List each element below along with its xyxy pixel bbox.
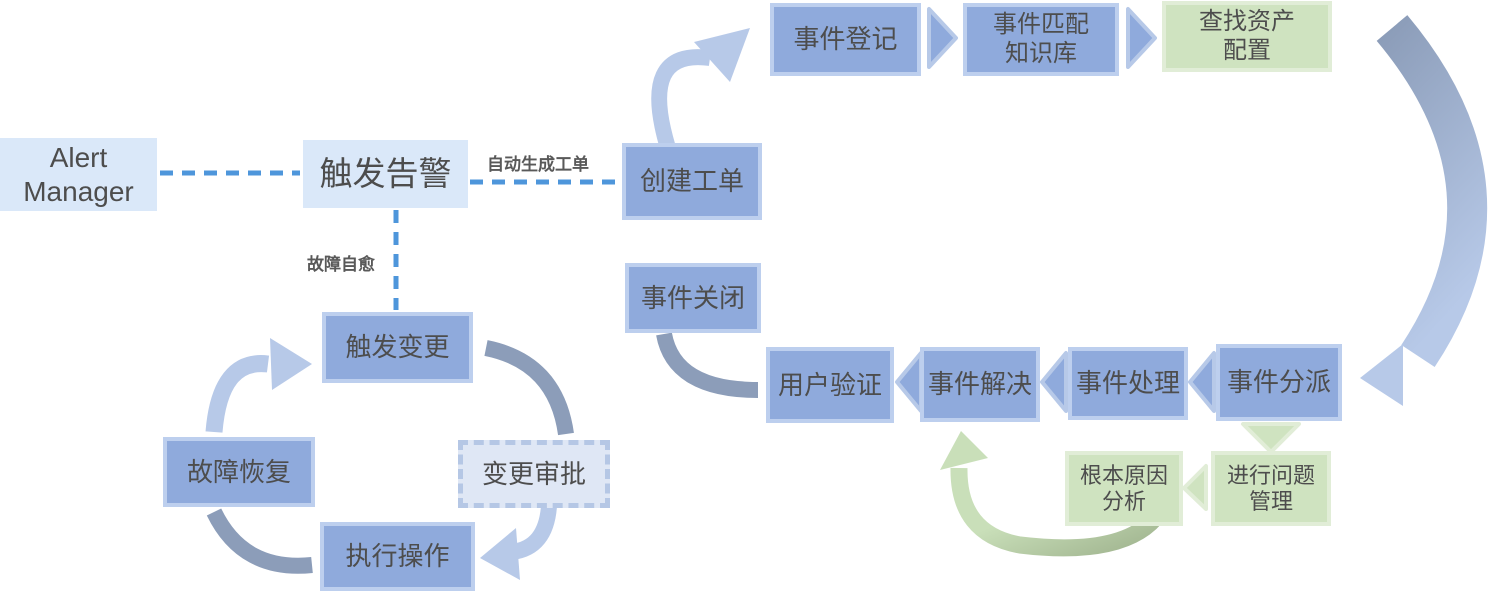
chevron-register-to-matchkb [927,7,958,69]
node-find-asset-config: 查找资产 配置 [1162,1,1332,72]
node-incident-dispatch: 事件分派 [1216,344,1342,421]
arrowhead-to-trigger-change [270,338,312,390]
edge-execute-to-fault-recovery [206,508,313,574]
node-create-ticket: 创建工单 [622,143,762,220]
chevron-handle-to-resolve [1040,351,1068,413]
node-incident-resolve: 事件解决 [920,347,1040,422]
arrowhead-to-execute-operation [480,528,520,580]
node-incident-close: 事件关闭 [625,263,761,333]
node-alert-manager: Alert Manager [0,138,157,211]
edge-user-verify-to-incident-close [656,332,759,398]
node-trigger-alert: 触发告警 [303,140,468,208]
label-auto-generate-ticket: 自动生成工单 [487,155,589,174]
arrowhead-to-incident-resolve [940,431,988,470]
node-incident-register: 事件登记 [770,3,921,76]
node-problem-management: 进行问题 管理 [1211,451,1331,526]
chevron-matchkb-to-findasset [1126,7,1157,69]
label-fault-self-healing: 故障自愈 [307,255,375,274]
chevron-resolve-to-user-verify [895,351,923,413]
edge-create-ticket-to-incident-register [651,49,712,151]
arrowhead-to-incident-register [694,28,750,82]
node-trigger-change: 触发变更 [322,312,473,383]
chevron-dispatch-to-handle [1188,351,1216,413]
chevron-dispatch-to-problem-mgmt [1241,422,1301,454]
edge-root-cause-to-incident-resolve [950,467,1167,557]
chevron-problem-mgmt-to-root-cause [1182,464,1208,511]
arrowhead-to-incident-dispatch [1360,344,1403,406]
edge-find-asset-to-incident-dispatch [1376,15,1488,368]
node-root-cause-analysis: 根本原因 分析 [1065,451,1183,526]
node-incident-handle: 事件处理 [1068,347,1188,420]
edge-change-approval-to-execute [510,505,557,560]
node-incident-match-kb: 事件匹配 知识库 [963,3,1119,76]
node-change-approval: 变更审批 [458,440,610,508]
edge-fault-recovery-to-trigger-change [205,355,270,433]
edge-trigger-change-to-change-approval [484,340,574,436]
node-execute-operation: 执行操作 [320,522,475,591]
node-fault-recovery: 故障恢复 [163,437,315,507]
node-user-verify: 用户验证 [766,347,894,423]
